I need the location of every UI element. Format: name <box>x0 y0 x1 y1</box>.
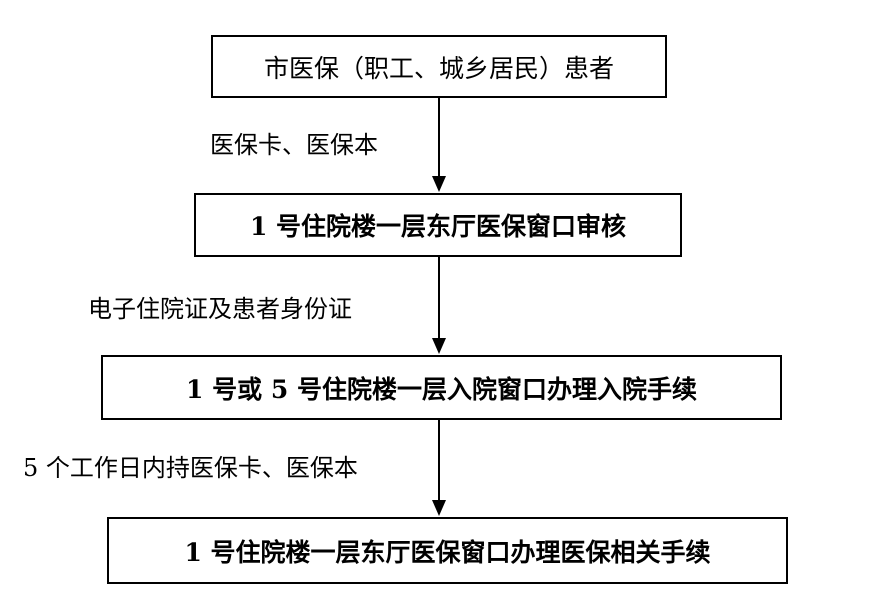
arrow-line-3 <box>438 420 440 502</box>
step-label-review: 1 号住院楼一层东厅医保窗口审核 <box>249 212 627 241</box>
step-label-patient: 市医保（职工、城乡居民）患者 <box>263 53 614 83</box>
edge-label-1: 医保卡、医保本 <box>210 131 378 159</box>
step-box-review: 1 号住院楼一层东厅医保窗口审核 <box>194 193 682 257</box>
arrow-line-1 <box>438 98 440 178</box>
edge-label-2: 电子住院证及患者身份证 <box>88 295 352 323</box>
edge-label-3: 5 个工作日内持医保卡、医保本 <box>23 454 358 482</box>
step-box-insurance-procedures: 1 号住院楼一层东厅医保窗口办理医保相关手续 <box>107 517 788 584</box>
step-label-admission: 1 号或 5 号住院楼一层入院窗口办理入院手续 <box>186 374 697 404</box>
arrow-head-2-icon <box>432 338 446 354</box>
step-box-admission: 1 号或 5 号住院楼一层入院窗口办理入院手续 <box>101 355 782 420</box>
step-box-patient: 市医保（职工、城乡居民）患者 <box>211 35 667 98</box>
arrow-line-2 <box>438 257 440 339</box>
step-label-insurance-procedures: 1 号住院楼一层东厅医保窗口办理医保相关手续 <box>184 537 711 567</box>
arrow-head-3-icon <box>432 500 446 516</box>
arrow-head-1-icon <box>432 176 446 192</box>
